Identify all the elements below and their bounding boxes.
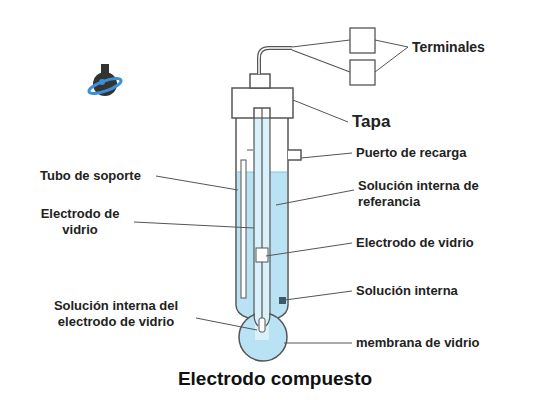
part-label: Terminales — [412, 39, 532, 55]
part-label: Solución interna de referancia — [358, 178, 493, 210]
part-label: Solución interna — [356, 283, 506, 299]
part-label: Puerto de recarga — [356, 145, 506, 161]
cap — [232, 88, 293, 118]
part-label: Tapa — [352, 114, 432, 130]
caption: Electrodo compuesto — [0, 368, 550, 390]
cable — [259, 48, 292, 74]
junction — [279, 297, 286, 304]
logo-icon — [87, 64, 122, 97]
reference-rod — [241, 160, 246, 298]
part-label: Electrodo de vidrio — [356, 235, 506, 251]
part-label: membrana de vidrio — [356, 335, 506, 351]
terminal-box — [350, 28, 375, 53]
part-label: Electrodo de vidrio — [30, 206, 130, 238]
part-label: Tubo de soporte — [40, 168, 170, 184]
part-label: Solución interna del electrodo de vidrio — [40, 298, 192, 330]
refill-port — [288, 150, 301, 160]
terminal-box — [350, 60, 375, 85]
glass-electrode-element — [256, 248, 268, 262]
